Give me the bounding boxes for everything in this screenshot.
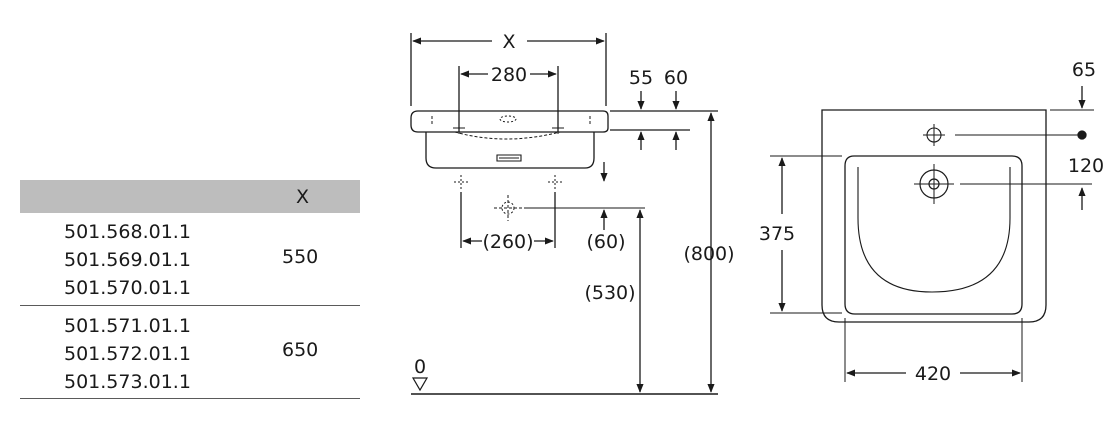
x-value: 650: [282, 339, 319, 361]
tap-hole-datum-dot: [1077, 130, 1087, 140]
header-x: X: [296, 186, 310, 208]
side-view: [410, 33, 718, 395]
basin-outline: [821, 109, 1047, 323]
label-280: 280: [491, 64, 527, 86]
basin-rim: [410, 110, 609, 133]
label-floor-zero: 0: [414, 356, 426, 378]
waste-pipe-mark: [494, 195, 645, 221]
article-code: 501.570.01.1: [64, 277, 191, 299]
tap-hole-marks: [453, 122, 564, 134]
top-view: [770, 86, 1094, 382]
label-800: (800): [683, 243, 734, 265]
drain-outlet: [496, 154, 522, 162]
hidden-line: [431, 116, 591, 126]
table-header: X: [20, 180, 360, 213]
label-375: 375: [759, 223, 795, 245]
label-x: X: [502, 31, 515, 53]
label-420: 420: [915, 363, 951, 385]
overflow-slot: [499, 115, 517, 123]
article-code: 501.569.01.1: [64, 249, 191, 271]
label-530: (530): [584, 282, 635, 304]
article-code: 501.573.01.1: [64, 371, 191, 393]
label-60: 60: [664, 67, 688, 89]
dimension-table: X 501.568.01.1 501.569.01.1 501.570.01.1…: [20, 180, 360, 399]
table-row-group: 501.568.01.1 501.569.01.1 501.570.01.1 5…: [20, 213, 360, 306]
floor-level-symbol: [411, 377, 429, 392]
x-value: 550: [282, 246, 319, 268]
label-65: 65: [1072, 59, 1096, 81]
bowl-curve: [857, 167, 1011, 293]
basin-bowl: [425, 132, 595, 169]
article-code: 501.571.01.1: [64, 315, 191, 337]
label-60-drain: (60): [586, 231, 625, 253]
article-code: 501.572.01.1: [64, 343, 191, 365]
hidden-line: [454, 131, 561, 140]
table-row-group: 501.571.01.1 501.572.01.1 501.573.01.1 6…: [20, 306, 360, 399]
article-code: 501.568.01.1: [64, 221, 191, 243]
label-260: (260): [482, 231, 533, 253]
label-55: 55: [629, 67, 653, 89]
bowl-outline: [844, 155, 1023, 315]
supply-marks: [454, 175, 562, 189]
label-120: 120: [1068, 155, 1104, 177]
